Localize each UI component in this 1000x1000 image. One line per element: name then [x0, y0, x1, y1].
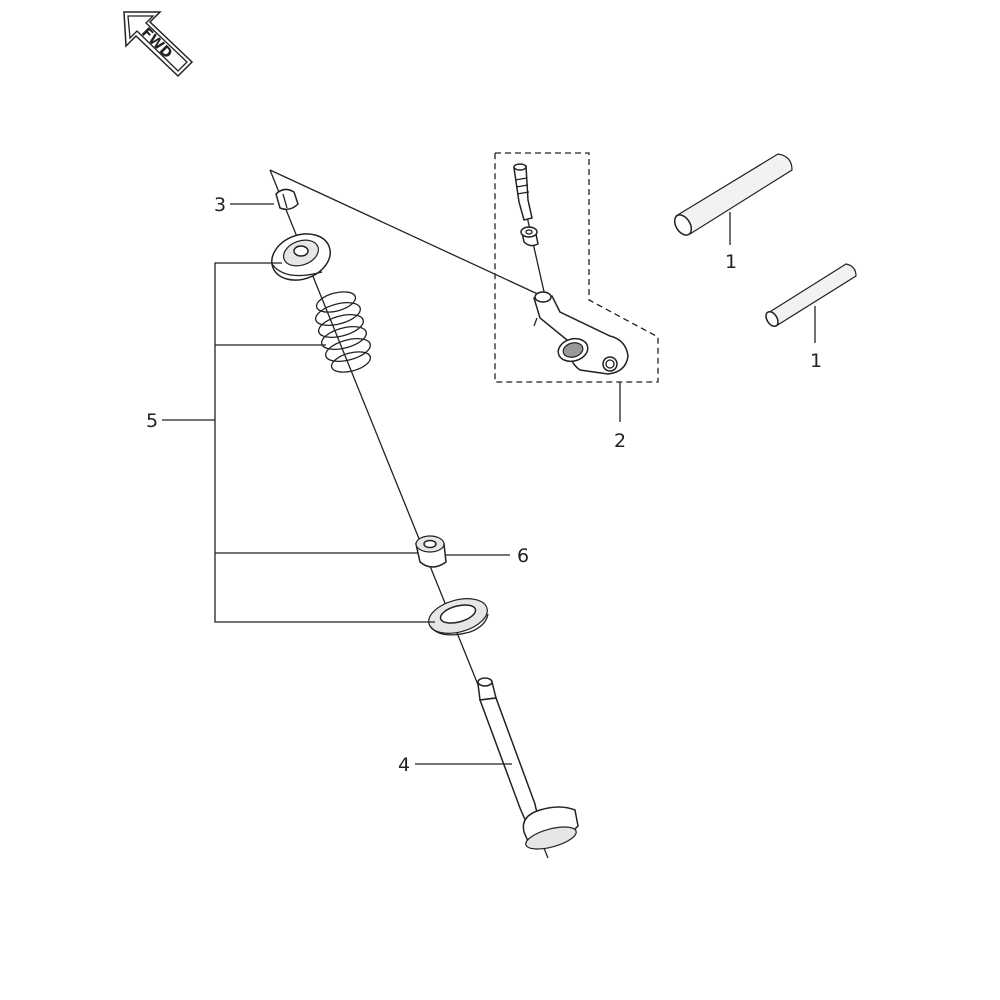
callout-4: 4	[398, 754, 410, 776]
spring-seat-washer	[428, 598, 489, 636]
pin-lower	[765, 263, 857, 328]
valve-cotter	[275, 188, 299, 211]
callout-1-upper: 1	[725, 251, 737, 273]
callout-3: 3	[214, 194, 226, 216]
valve-spring	[314, 291, 372, 373]
valve	[477, 677, 579, 850]
callout-5: 5	[146, 410, 158, 432]
assembly-dashed-box	[494, 152, 659, 383]
valve-stem-seal	[415, 535, 447, 568]
rocker-reference-line	[269, 169, 543, 297]
rocker-arm-assembly	[494, 152, 659, 383]
callout-6: 6	[517, 545, 529, 567]
leader-lines	[162, 203, 816, 765]
callout-1-lower: 1	[810, 350, 822, 372]
fwd-arrow-icon: FWD	[123, 11, 194, 78]
callout-2: 2	[614, 430, 626, 452]
spring-retainer	[271, 233, 331, 281]
pin-upper	[673, 153, 793, 236]
